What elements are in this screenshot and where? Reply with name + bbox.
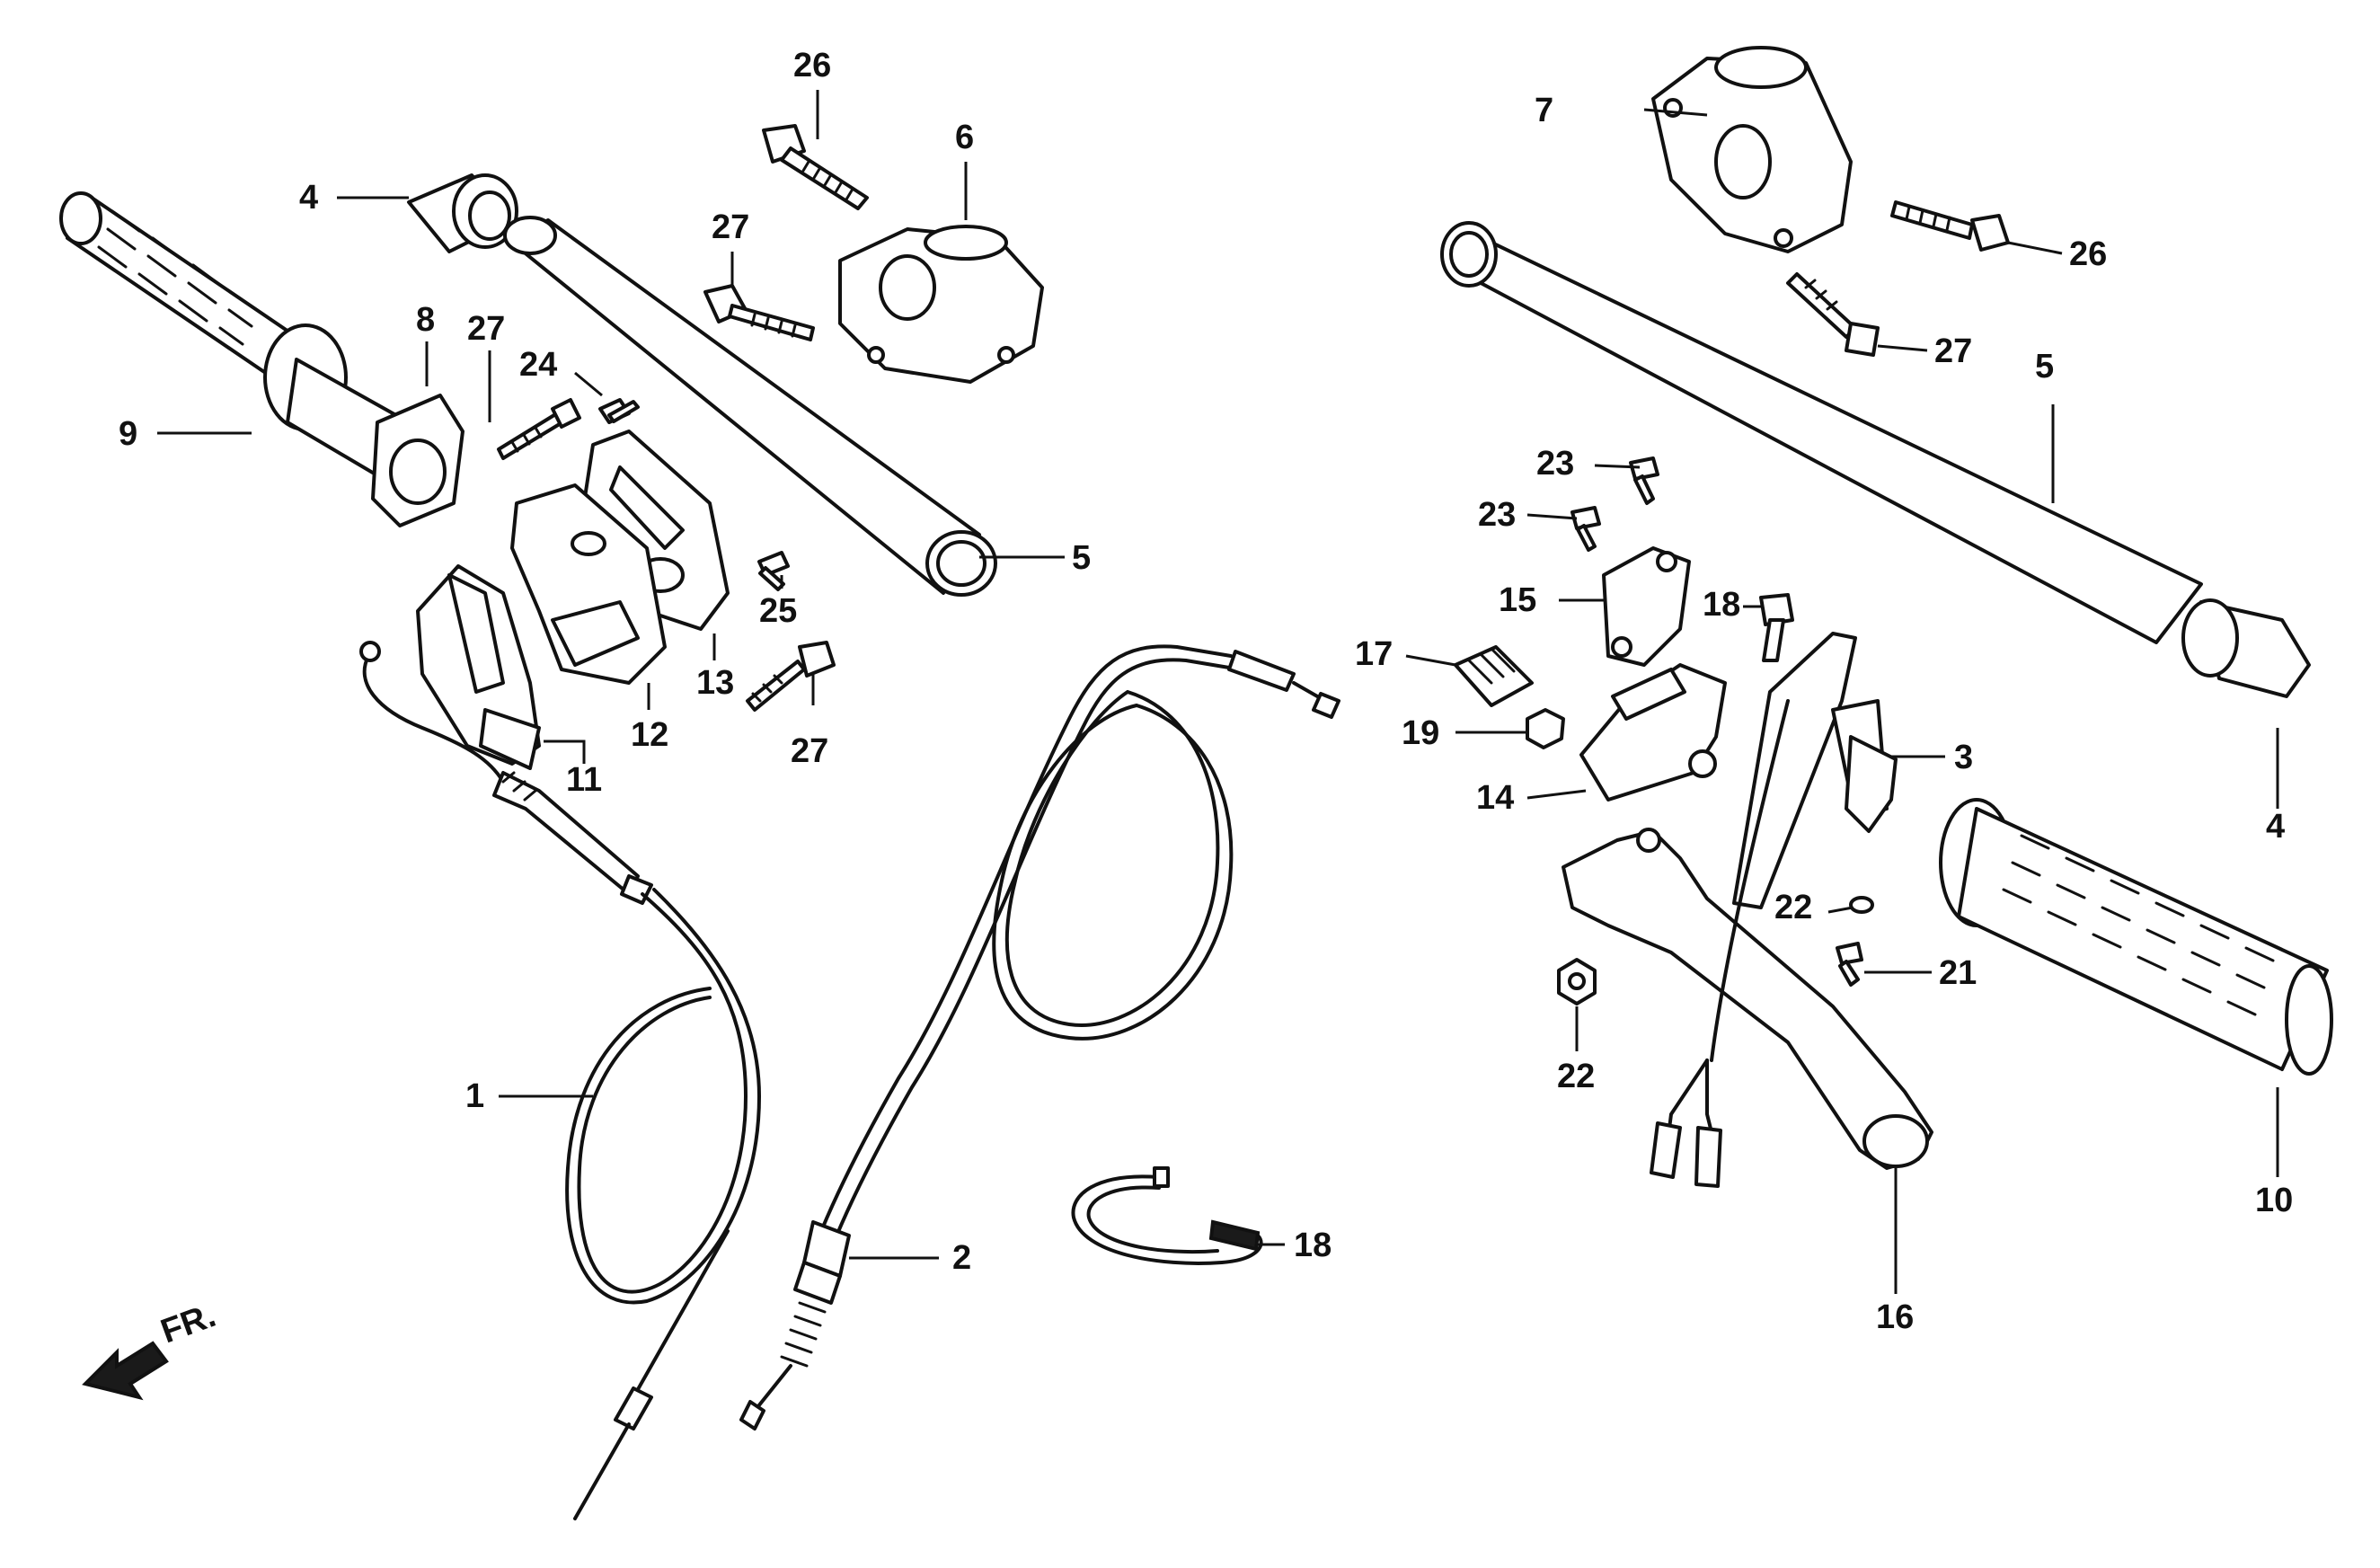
callout-9: 9	[119, 415, 137, 453]
bar-end-4-left	[407, 173, 518, 253]
callout-23-upper: 24	[519, 346, 557, 384]
callout-16: 16	[1876, 1298, 1914, 1336]
callout-10: 10	[2255, 1182, 2293, 1219]
callout-14: 14	[1476, 779, 1514, 817]
cable-holder-11	[416, 564, 541, 770]
clutch-switch-3	[1650, 632, 1898, 1188]
screw-23-lower	[757, 551, 790, 591]
callout-3: 3	[1954, 739, 1973, 776]
callout-27-upper: 27	[712, 208, 749, 246]
callouts: 4 26 6 27 8 27 24 9 5 25 13 12 27 11 1 2…	[119, 47, 2293, 1336]
bar-end-4-right	[2181, 598, 2311, 698]
bolt-27-upper	[703, 284, 815, 341]
callout-27-left: 27	[467, 310, 505, 348]
lever-bracket-15	[1602, 546, 1691, 667]
callout-23-lower: 25	[759, 592, 797, 630]
leader-lines	[157, 90, 2279, 1294]
callout-26-right: 26	[2069, 235, 2107, 273]
nut-24	[1557, 958, 1597, 1005]
callout-12: 12	[631, 716, 668, 754]
callout-27-lower: 27	[791, 732, 828, 770]
bolt-26-left	[762, 124, 869, 210]
callout-22-upper: 23	[1536, 445, 1574, 483]
callout-5-left: 5	[1072, 539, 1091, 577]
throttle-guide-8	[371, 394, 464, 527]
callout-8: 8	[416, 301, 435, 339]
callout-19: 19	[1402, 714, 1439, 752]
screw-22-lower	[1570, 506, 1601, 552]
callout-13: 13	[696, 664, 734, 702]
clutch-cable-2	[739, 644, 1340, 1431]
bolt-27-right	[1786, 272, 1880, 357]
callout-15: 15	[1499, 581, 1536, 619]
callout-21: 21	[1939, 954, 1977, 992]
callout-2: 2	[952, 1239, 971, 1277]
callout-7: 7	[1535, 92, 1553, 129]
bolt-27-lower	[746, 641, 836, 712]
handlebar-holder-6	[838, 225, 1044, 384]
bolt-26-right	[1890, 200, 2010, 252]
pivot-bolt-18	[1759, 593, 1794, 662]
bolt-27-left	[497, 398, 581, 460]
clutch-lever-16	[1562, 828, 1933, 1170]
lock-nut-19	[1526, 708, 1565, 749]
front-arrow-icon	[82, 1341, 169, 1401]
callout-17: 17	[1355, 635, 1393, 673]
adjuster-17	[1454, 645, 1534, 707]
callout-27-right: 27	[1934, 332, 1972, 370]
handlebar-holder-7	[1651, 46, 1853, 253]
lever-bracket-14	[1579, 663, 1727, 802]
handlebar-tube-5-left	[503, 216, 997, 597]
callout-22-lower: 23	[1478, 496, 1516, 534]
front-indicator: FR.	[82, 1297, 221, 1401]
screw-21	[1836, 942, 1863, 987]
callout-4-left: 4	[299, 179, 318, 217]
callout-25: 22	[1774, 889, 1812, 926]
callout-20: 18	[1294, 1227, 1332, 1264]
callout-11: 11	[566, 761, 602, 799]
throttle-housing-12	[510, 483, 667, 685]
callout-5-right: 5	[2035, 348, 2054, 385]
cable-clip-20	[1071, 1166, 1263, 1265]
right-grip-10	[1939, 798, 2333, 1076]
handlebar-tube-5-right	[1440, 221, 2203, 644]
callout-1: 1	[465, 1077, 484, 1115]
screw-23-upper	[598, 398, 640, 424]
callout-4-right: 4	[2266, 808, 2285, 846]
throttle-cable-1	[359, 641, 761, 1520]
callout-18: 18	[1703, 586, 1740, 624]
washer-25	[1849, 896, 1874, 914]
callout-6: 6	[955, 119, 974, 156]
callout-26-left: 26	[793, 47, 831, 84]
screw-22-upper	[1629, 456, 1659, 505]
front-label: FR.	[156, 1297, 221, 1351]
callout-24: 22	[1557, 1058, 1595, 1095]
